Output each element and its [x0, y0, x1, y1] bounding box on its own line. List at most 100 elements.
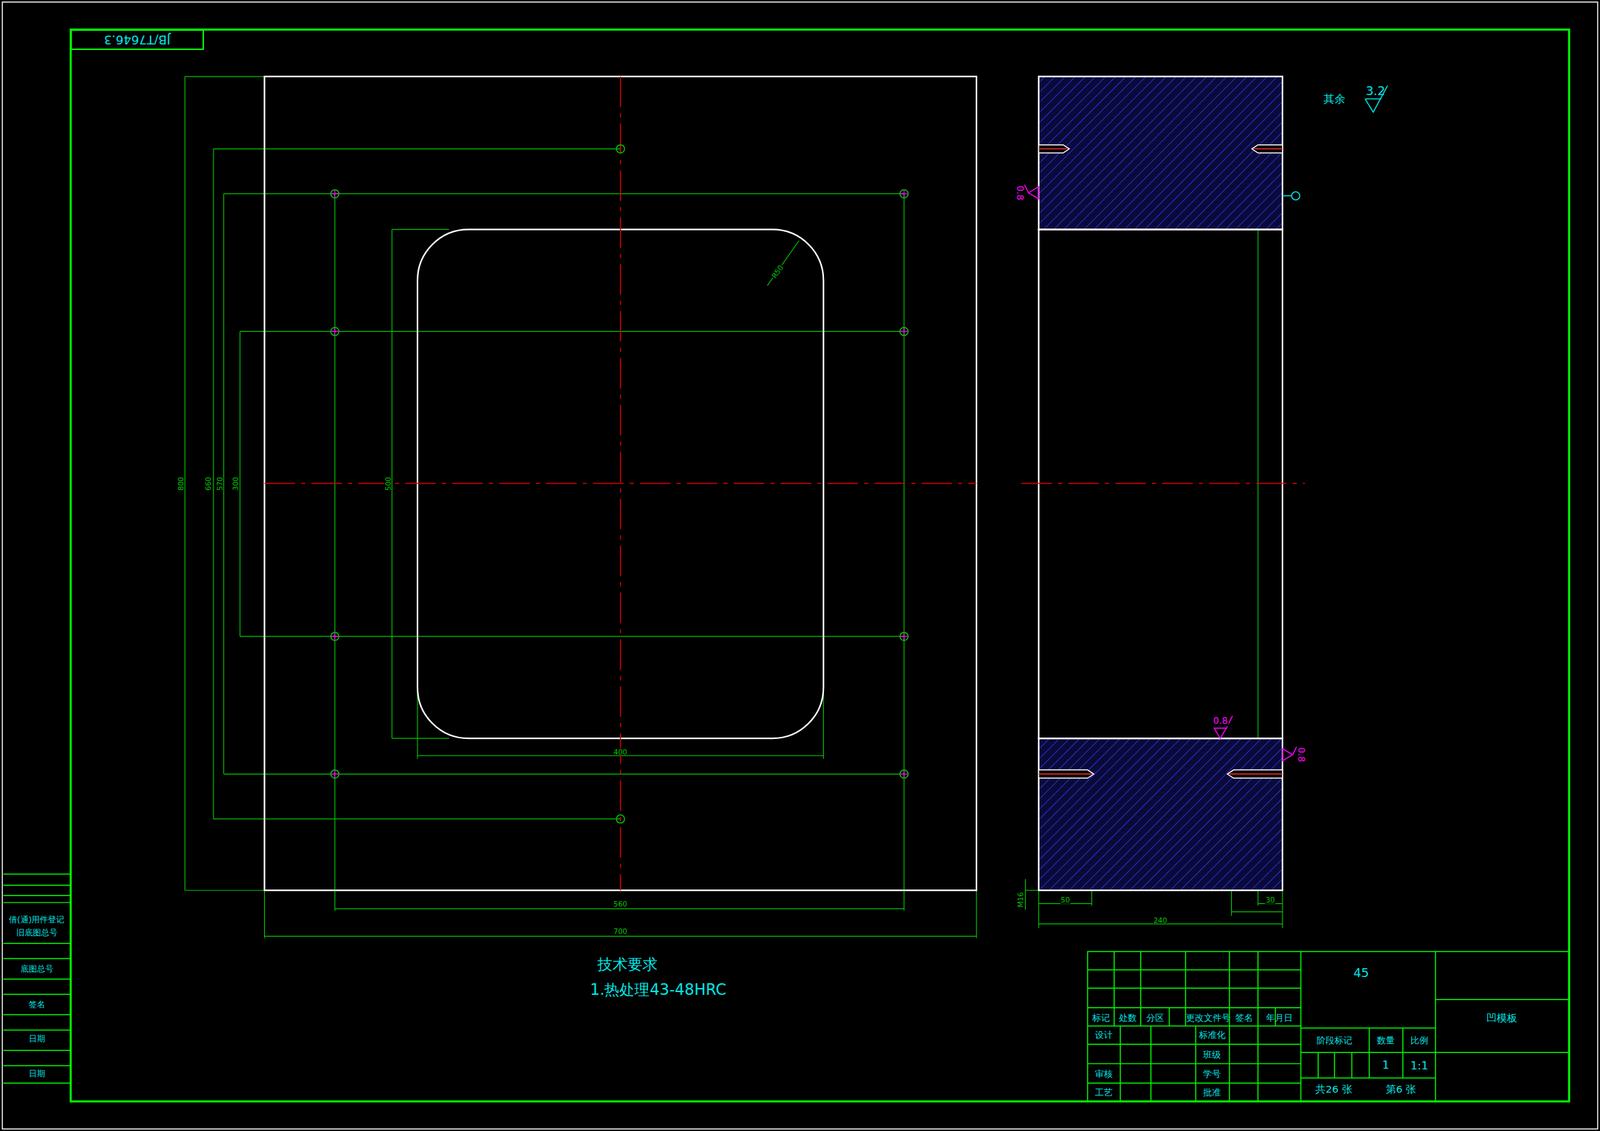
table-cell: 设计: [1094, 1031, 1113, 1041]
dimension-lines: [223, 193, 905, 195]
dimension-lines: [1025, 890, 1039, 892]
dimension-lines: [223, 773, 905, 775]
part-outline: [264, 76, 976, 891]
table-cell: 1: [1382, 1059, 1390, 1071]
table-cell: 阶段标记: [1316, 1036, 1353, 1045]
title-block: [1087, 969, 1301, 971]
dimension-lines: [334, 908, 905, 909]
dimension-text: 500: [383, 476, 391, 492]
table-cell: 班级: [1203, 1050, 1221, 1060]
dimension-lines: [334, 193, 336, 911]
title-block: [1300, 1077, 1436, 1079]
title-block: [1087, 951, 1570, 1102]
sheet-frame: [70, 29, 1570, 1102]
dimension-lines: [212, 149, 214, 820]
dimension-lines: [264, 936, 976, 937]
dimension-text: 560: [613, 900, 629, 908]
table-cell: 标准化: [1198, 1031, 1226, 1041]
table-cell: 年月日: [1266, 1013, 1293, 1023]
dimension-text: 570: [215, 476, 223, 492]
title-block: [1435, 1051, 1570, 1053]
table-cell: 旧底图总号: [16, 929, 58, 938]
dimension-text: 50: [1060, 896, 1071, 904]
sheet-frame: [3, 884, 71, 886]
table-cell: 签名: [1235, 1013, 1254, 1023]
dimension-lines: [1281, 890, 1283, 928]
tapped-holes: [1038, 769, 1094, 779]
title-block: [1300, 1051, 1436, 1053]
table-cell: 审核: [1094, 1069, 1113, 1079]
title-block: [1333, 1052, 1335, 1078]
dimension-lines: [767, 240, 799, 287]
title-block: [1113, 951, 1115, 1027]
bolt-holes: [330, 145, 909, 824]
dimension-text: M16: [1016, 891, 1024, 909]
sheet-frame: [3, 901, 71, 903]
title-block: [1368, 1027, 1370, 1078]
table-cell: 日期: [28, 1070, 46, 1079]
table-cell: 共26 张: [1315, 1084, 1353, 1095]
dimension-lines: [184, 76, 186, 891]
dimension-text: 660: [204, 476, 212, 492]
bolt-holes: [330, 189, 909, 779]
dimension-lines: [1025, 879, 1026, 911]
dimension-lines: [903, 193, 905, 911]
material: 45: [1353, 967, 1370, 980]
dimension-lines: [823, 693, 824, 759]
dimension-text: 240: [1152, 917, 1168, 924]
dimension-lines: [240, 635, 905, 637]
table-cell: 标记: [1092, 1013, 1111, 1023]
sheet-frame: [3, 873, 71, 1084]
roughness-symbols: [1024, 85, 1388, 761]
title-block: [1435, 951, 1436, 1102]
dimension-text: R50: [769, 262, 785, 280]
dimension-lines: [213, 148, 621, 150]
section-hatch: [1038, 76, 1283, 230]
tapped-holes: [1038, 145, 1070, 154]
table-cell: 签名: [28, 1001, 46, 1010]
title-block: [1087, 1044, 1301, 1045]
table-cell: 学号: [1203, 1069, 1221, 1079]
roughness-symbols: [1291, 191, 1300, 200]
roughness-value: 0.8: [1296, 747, 1306, 764]
table-cell: 第6 张: [1385, 1084, 1416, 1095]
title-block: [1317, 1052, 1319, 1078]
dimension-text: 30: [1265, 896, 1276, 904]
dimension-lines: [240, 331, 905, 332]
bolt-holes: [616, 145, 625, 154]
tapped-holes: [1038, 773, 1093, 775]
title-block: [1140, 951, 1141, 1027]
table-cell: 日期: [28, 1035, 46, 1044]
title-block: [1402, 1027, 1403, 1078]
sheet-frame: [3, 1050, 71, 1052]
dimension-text: 400: [613, 748, 629, 756]
title-block: [1087, 1025, 1301, 1027]
sheet-frame: [3, 1065, 71, 1067]
title-block: [1087, 1082, 1301, 1084]
part-outline: [264, 76, 976, 891]
tapped-holes: [1038, 148, 1068, 150]
title-block: [1351, 1052, 1353, 1078]
sheet-frame: [3, 873, 71, 875]
sheet-frame: [3, 978, 71, 980]
dimension-text: 300: [231, 476, 239, 492]
roughness-symbols: [1282, 746, 1297, 761]
table-cell: 比例: [1410, 1036, 1429, 1045]
dimension-lines: [213, 818, 621, 820]
table-cell: 更改文件号: [1185, 1013, 1231, 1023]
dimension-lines: [1231, 911, 1283, 913]
title-block: [1087, 1007, 1301, 1009]
title-block: [1257, 1025, 1259, 1102]
table-cell: 分区: [1146, 1013, 1165, 1023]
tapped-holes: [1038, 145, 1283, 779]
tapped-holes: [1229, 773, 1284, 775]
sheet-frame: [3, 1082, 71, 1084]
dimension-lines: [1038, 890, 1039, 928]
section-hatch: [1038, 738, 1283, 891]
title-block: [1087, 1063, 1301, 1065]
sheet-frame: [3, 994, 71, 996]
title-block: [1229, 1025, 1230, 1102]
sheet-frame: [3, 1029, 71, 1031]
